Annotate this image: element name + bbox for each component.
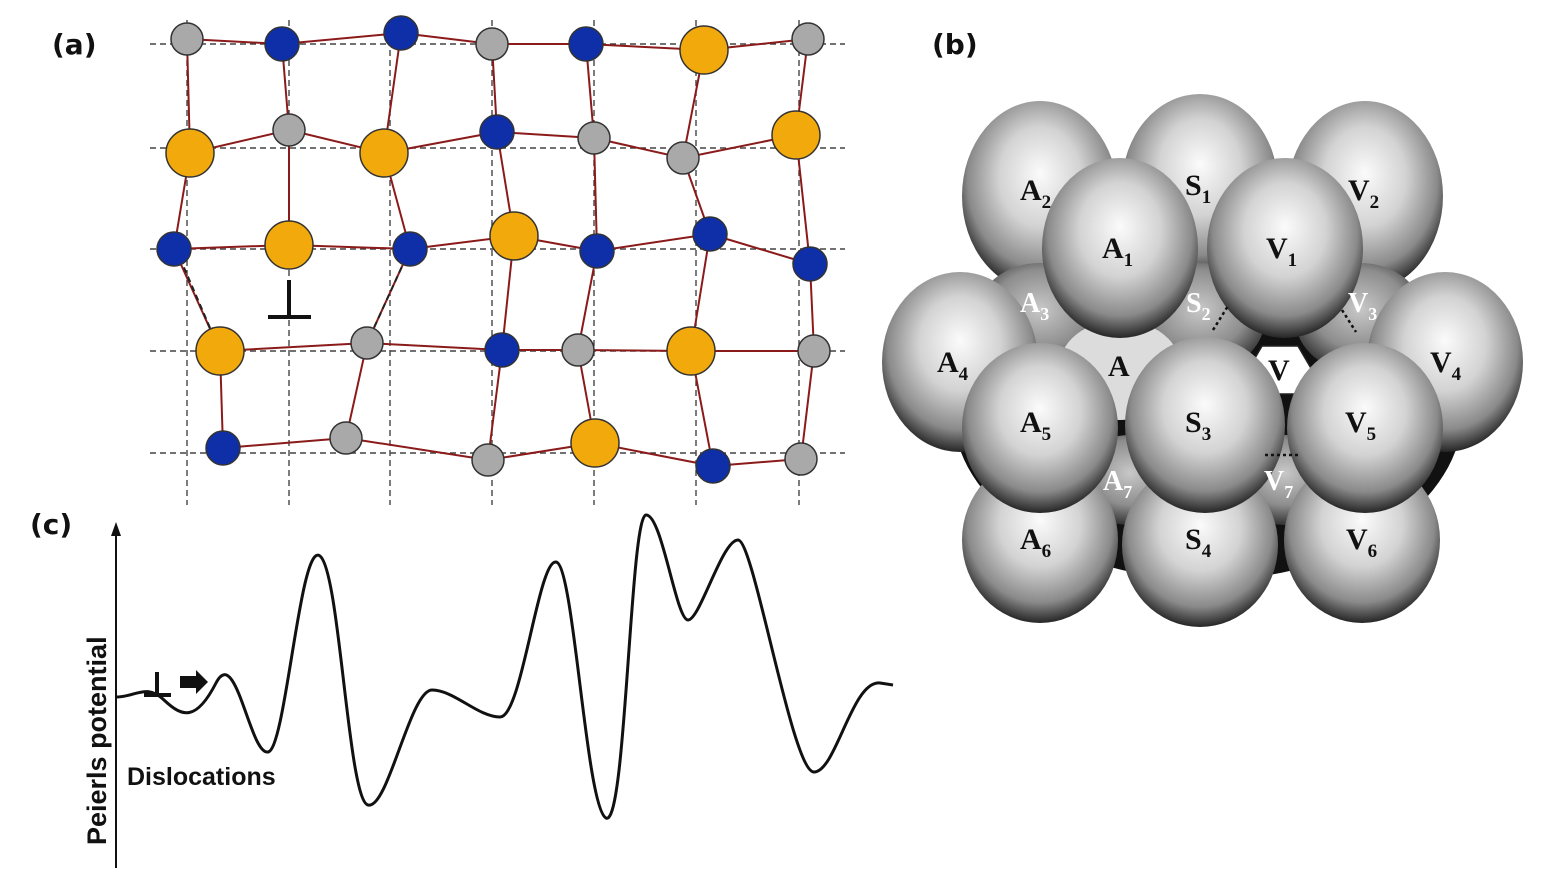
sphere-v5 [1287, 343, 1443, 513]
panel-label-c: (c) [30, 508, 73, 541]
reference-grid [150, 20, 845, 505]
site-label-a4: A4 [937, 346, 969, 385]
atom-blue [695, 448, 731, 484]
site-label-a: A [1108, 350, 1130, 383]
site-label-s2: S2 [1186, 288, 1211, 324]
bond [345, 437, 489, 461]
atom-gray [791, 22, 825, 56]
site-label-a3: A3 [1020, 288, 1049, 324]
atom-gray [577, 121, 611, 155]
bond [487, 349, 503, 461]
top-row-spheres [1042, 158, 1363, 338]
atom-orange [489, 211, 539, 261]
bond [222, 437, 347, 449]
atom-blue [484, 332, 520, 368]
atom-blue [579, 233, 615, 269]
atom-gray [329, 421, 363, 455]
atom-blue [156, 231, 192, 267]
atom-orange [771, 110, 821, 160]
atom-gray [475, 27, 509, 61]
atom-blue [205, 430, 241, 466]
atom-set [156, 15, 831, 484]
site-label-a1: A1 [1102, 232, 1133, 271]
sphere-v1 [1207, 158, 1363, 338]
atom-blue [692, 216, 728, 252]
atom-gray [561, 333, 595, 367]
peierls-curve [115, 513, 894, 820]
low-row-spheres [962, 337, 1443, 513]
sphere-a5 [962, 343, 1118, 513]
site-labels: A2 S1 V2 A1 V1 A3 S2 V3 A4 V4 A V A5 S3 … [937, 169, 1462, 562]
atom-orange [570, 418, 620, 468]
atom-gray [666, 141, 700, 175]
atom-blue [479, 114, 515, 150]
site-label-v2: V2 [1348, 174, 1379, 213]
jump-paths [1211, 305, 1358, 457]
site-label-v1: V1 [1266, 232, 1297, 271]
motion-arrow [180, 670, 208, 694]
site-label-v5: V5 [1345, 406, 1376, 445]
atom-blue [392, 231, 428, 267]
atom-gray [272, 113, 306, 147]
atom-gray [471, 443, 505, 477]
site-label-s1: S1 [1185, 169, 1211, 208]
peierls-panel: Peierls potential Dislocations [82, 513, 894, 868]
y-axis-arrow [111, 522, 121, 536]
atom-orange [264, 220, 314, 270]
atom-orange [165, 128, 215, 178]
dislocations-label: Dislocations [127, 763, 276, 791]
site-label-v: V [1268, 354, 1290, 387]
atom-orange [359, 128, 409, 178]
atom-blue [383, 15, 419, 51]
site-label-a2: A2 [1020, 174, 1051, 213]
lattice-panel [150, 15, 845, 505]
atom-orange [666, 326, 716, 376]
sphere-packing-panel: A2 S1 V2 A1 V1 A3 S2 V3 A4 V4 A V A5 S3 … [882, 94, 1523, 627]
bond [593, 137, 598, 252]
atom-blue [264, 26, 300, 62]
panel-label-a: (a) [52, 28, 97, 61]
site-label-s3: S3 [1185, 406, 1211, 445]
bond [800, 350, 815, 460]
bond [281, 32, 402, 45]
atom-gray [350, 326, 384, 360]
site-label-v7: V7 [1264, 466, 1293, 502]
sphere-s3 [1125, 337, 1285, 513]
atom-orange [195, 326, 245, 376]
sphere-a1 [1042, 158, 1198, 338]
atom-blue [568, 26, 604, 62]
site-label-v6: V6 [1346, 523, 1377, 562]
atom-gray [797, 334, 831, 368]
site-label-a7: A7 [1103, 466, 1132, 502]
site-label-a6: A6 [1020, 523, 1051, 562]
site-label-s4: S4 [1185, 523, 1212, 562]
site-label-v4: V4 [1430, 346, 1462, 385]
atom-orange [679, 25, 729, 75]
dislocation-marker [144, 672, 171, 697]
y-axis-label: Peierls potential [82, 636, 112, 845]
atom-gray [170, 22, 204, 56]
atom-blue [792, 246, 828, 282]
bond [366, 342, 503, 351]
site-label-a5: A5 [1020, 406, 1051, 445]
bond [596, 233, 711, 252]
panel-label-b: (b) [932, 28, 978, 61]
site-label-v3: V3 [1348, 288, 1377, 324]
atom-gray [784, 442, 818, 476]
dislocation-symbol [268, 280, 311, 319]
